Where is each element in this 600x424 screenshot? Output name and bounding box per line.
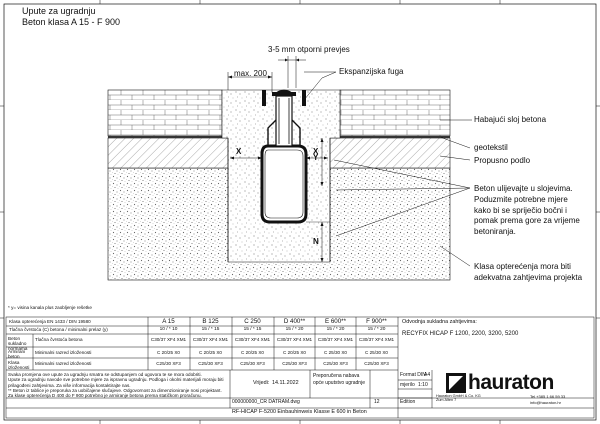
footnote: * y= visina kanala plus zaobljenje rešet… bbox=[8, 305, 92, 310]
side-label-exposure: Klasa izloženosti bbox=[8, 360, 30, 370]
wearing-course-right bbox=[339, 89, 451, 137]
phone: Tel +385 1 66 59 33 bbox=[530, 394, 566, 399]
exposure-class-cell: C 20/25 X0 bbox=[241, 350, 264, 355]
row-label-exposure-1: Minimalni razred izloženosti bbox=[35, 350, 92, 355]
load-class-column-header: B 125 bbox=[202, 318, 219, 325]
label-bevel: 3-5 mm otporni prevjes bbox=[268, 45, 350, 54]
scale-label: mjerilo bbox=[400, 382, 415, 388]
concrete-note-line: betoniranja. bbox=[474, 227, 516, 237]
concrete-size-cell: 10 / * 10 bbox=[159, 327, 178, 332]
hauraton-logo-icon bbox=[446, 373, 466, 393]
row-label-strength: Tlačna čvrstoća betona bbox=[35, 337, 83, 342]
exposure-class-cell: C 20/25 X0 bbox=[157, 350, 180, 355]
load-class-column-header: F 900** bbox=[366, 318, 387, 325]
exposure-class-cell: C25/30 XF3 bbox=[156, 361, 181, 366]
doc-title-2: opće uputstvo ugradnje bbox=[313, 380, 365, 386]
legal-text: Svaka promjena ove upute za ugradnju sma… bbox=[8, 372, 226, 398]
address-line: Hauraton GmbH & Co. KG bbox=[436, 394, 481, 398]
label-load-class-note: Klasa opterećenja mora biti adekvatna za… bbox=[474, 262, 582, 283]
drawing-name: RF-HICAP F-5200 Einbauhinweis Klasse E 6… bbox=[232, 409, 367, 415]
doc-title-1: Preporučena nabava bbox=[313, 373, 360, 379]
channel-body bbox=[260, 144, 308, 224]
load-class-column-header: C 250 bbox=[244, 318, 261, 325]
dim-x-left: X bbox=[236, 147, 242, 156]
concrete-note-line: kako bi se spriječio bočni i bbox=[474, 205, 567, 215]
exposure-class-cell: C 25/30 X0 bbox=[365, 350, 388, 355]
company-address: Hauraton GmbH & Co. KG Zum Alten 7 bbox=[436, 394, 481, 402]
row-label-exposure-2: Minimalni razred izloženosti bbox=[35, 361, 92, 366]
legal-line: Za klase opterećenja D 400 do F 900 potr… bbox=[8, 393, 202, 399]
label-wearing-course: Habajući sloj betona bbox=[474, 115, 547, 124]
concrete-strength-cell: C30/37 XF4 XM1 bbox=[234, 337, 271, 342]
dim-n: N bbox=[313, 237, 319, 246]
format-value: A4 bbox=[424, 372, 431, 378]
concrete-size-cell: 15 / * 15 bbox=[243, 327, 262, 332]
load-class-column-header: A 15 bbox=[162, 318, 175, 325]
concrete-size-cell: 15 / * 20 bbox=[367, 327, 386, 332]
load-class-column-header: D 400** bbox=[283, 318, 306, 325]
label-permeable-base: Propusno podlo bbox=[474, 156, 531, 165]
label-concrete-note: Beton ulijevajte u slojevima. Poduzmite … bbox=[474, 184, 580, 238]
dim-x-right: X bbox=[313, 147, 319, 156]
dim-y: Y bbox=[313, 153, 319, 162]
concrete-strength-cell: C30/37 XF4 XM1 bbox=[358, 337, 395, 342]
load-class-note-line: Klasa opterećenja mora biti bbox=[474, 262, 571, 271]
side-label-standard: Beton sukladno normama bbox=[8, 336, 28, 351]
load-class-column-header: E 600** bbox=[325, 318, 346, 325]
legal-line: Upute za ugradnju navode sve potrebne mj… bbox=[8, 377, 224, 383]
exposure-class-cell: C25/30 XF3 bbox=[323, 361, 348, 366]
side-label-reinforced: Armirani beton bbox=[8, 349, 26, 359]
exposure-class-cell: C25/30 XF3 bbox=[364, 361, 389, 366]
concrete-strength-cell: C30/37 XF4 XM1 bbox=[276, 337, 313, 342]
legal-line: ** Beton iz tablice je preporuka za uobi… bbox=[8, 387, 222, 393]
title-line-2: Beton klasa A 15 - F 900 bbox=[22, 17, 121, 27]
label-expansion-joint: Ekspanzijska fuga bbox=[339, 67, 404, 76]
wearing-course-left bbox=[107, 89, 223, 137]
sheet-number: 12 bbox=[374, 399, 380, 405]
legal-line: prilagođeni zahtjevima. Za više informac… bbox=[8, 382, 131, 388]
email: info@hauraton.hr bbox=[530, 400, 561, 405]
exposure-class-cell: C25/30 XF3 bbox=[282, 361, 307, 366]
row-label-size: Tlačna čvrstoća (C) betona / minimalni p… bbox=[9, 327, 108, 332]
hauraton-logo: hauraton bbox=[468, 371, 554, 394]
order-value: RECYFIX HICAP F 1200, 2200, 3200, 5200 bbox=[402, 331, 519, 337]
exposure-class-cell: C 25/30 X0 bbox=[324, 350, 347, 355]
address-line: Zum Alten 7 bbox=[436, 398, 457, 403]
concrete-strength-cell: C30/37 XF4 XM1 bbox=[150, 337, 187, 342]
date-label: Vrijedi: bbox=[253, 380, 270, 386]
order-label: Odvodnja sukladna zahtjevima: bbox=[402, 319, 477, 325]
file-name: 000000000_CR DATRAM.dwg bbox=[232, 399, 300, 405]
edition: Edition bbox=[400, 399, 416, 405]
exposure-class-cell: C 20/25 X0 bbox=[283, 350, 306, 355]
concrete-strength-cell: C30/37 XF4 XM1 bbox=[192, 337, 229, 342]
exposure-class-cell: C 20/25 X0 bbox=[199, 350, 222, 355]
concrete-note-line: pomak prema gore za vrijeme bbox=[474, 216, 580, 226]
concrete-size-cell: 15 / * 15 bbox=[201, 327, 220, 332]
format-label: Format DIN bbox=[400, 372, 426, 378]
exposure-class-cell: C25/30 XF3 bbox=[198, 361, 223, 366]
date-value: 14.11.2022 bbox=[272, 380, 299, 386]
concrete-strength-cell: C30/37 XF4 XM1 bbox=[317, 337, 354, 342]
row-label-load-class: Klasa opterećenja EN 1433 / DIN 19580 bbox=[9, 319, 91, 324]
load-class-note-line: adekvatna zahtjevima projekta bbox=[474, 272, 583, 282]
legal-line: Svaka promjena ove upute za ugradnju sma… bbox=[8, 372, 202, 377]
label-geotextile: geotekstil bbox=[474, 143, 508, 152]
concrete-note-line: Beton ulijevajte u slojevima. bbox=[474, 184, 573, 193]
label-max-width: max. 200 bbox=[234, 69, 267, 78]
concrete-size-cell: 15 / * 20 bbox=[285, 327, 304, 332]
concrete-note-line: Poduzmite potrebne mjere bbox=[474, 194, 568, 204]
concrete-size-cell: 15 / * 20 bbox=[326, 327, 345, 332]
title-line-1: Upute za ugradnju bbox=[22, 6, 96, 16]
scale-value: 1:10 bbox=[418, 382, 428, 388]
exposure-class-cell: C25/30 XF3 bbox=[240, 361, 265, 366]
